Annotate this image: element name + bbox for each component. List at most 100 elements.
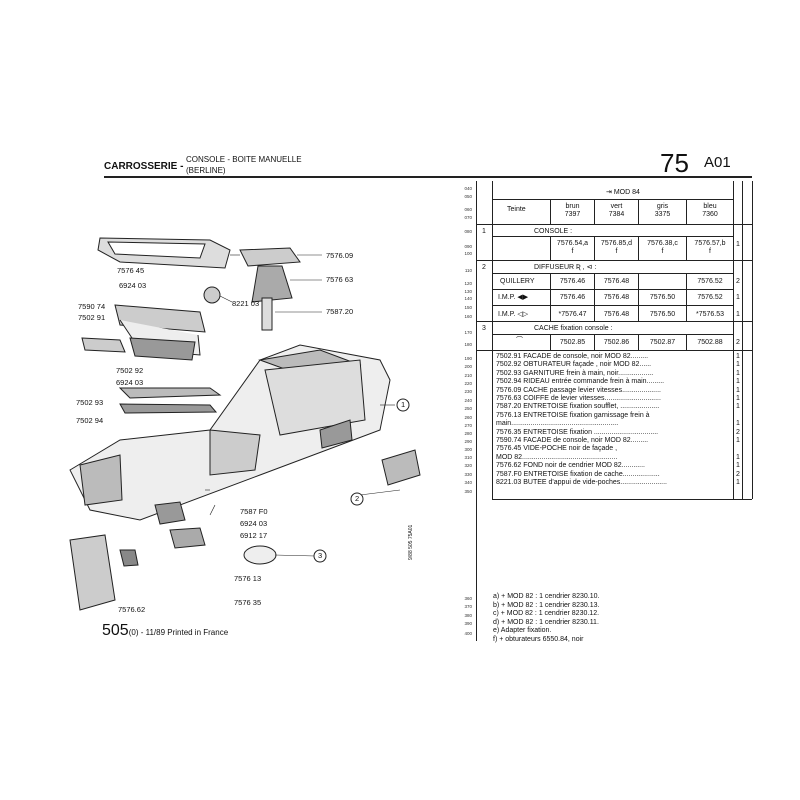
rule — [550, 273, 551, 321]
page-subtitle: CONSOLE - BOITE MANUELLE (BERLINE) — [186, 154, 302, 176]
note-line: b) + MOD 82 : 1 cendrier 8230.13. — [493, 601, 600, 609]
rule — [476, 350, 752, 351]
line-number: 160 — [464, 314, 472, 319]
footer: 505(0) - 11/89 Printed in France — [102, 622, 228, 640]
part-qty: 1 — [736, 395, 740, 402]
part-row: 7502.92 OBTURATEUR façade , noir MOD 82.… — [496, 361, 652, 369]
frame-line — [476, 181, 477, 641]
diffuseur-ref: 7576.48 — [603, 311, 630, 318]
line-number: 260 — [464, 415, 472, 420]
line-number: 290 — [464, 439, 472, 444]
rule — [594, 199, 595, 224]
line-number: 250 — [464, 406, 472, 411]
supplier-imp: I.M.P. ◁▷ — [498, 311, 529, 318]
footer-text: (0) - 11/89 Printed in France — [128, 628, 229, 637]
cache-ref: 7502.86 — [603, 339, 630, 346]
frame-line — [752, 181, 753, 499]
rule — [594, 236, 595, 260]
callout-label: 7576 13 — [234, 574, 262, 583]
supplier-quillery: QUILLERY — [500, 278, 535, 285]
part-row: 7502.93 GARNITURE frein à main, noir....… — [496, 369, 654, 377]
line-number: 310 — [464, 455, 472, 460]
callout-ref: 1 — [401, 400, 406, 409]
cache-ref: 7502.87 — [649, 339, 676, 346]
callout-label: 7576.62 — [118, 605, 146, 614]
part-qty: 1 — [736, 479, 740, 486]
line-number: 170 — [464, 330, 472, 335]
rule — [594, 273, 595, 321]
part-row: 7576.35 ENTRETOISE fixation ............… — [496, 428, 659, 436]
ashtray-bottom-part — [69, 534, 116, 611]
line-number: 350 — [464, 489, 472, 494]
group-label: DIFFUSEUR Ʀ , ⊲ : — [534, 264, 597, 271]
callout-label: 6912 17 — [240, 531, 268, 540]
callout-circle-icon — [313, 549, 327, 563]
rule — [686, 199, 687, 224]
note-line: a) + MOD 82 : 1 cendrier 8230.10. — [493, 593, 600, 600]
group-label: CACHE fixation console : — [534, 325, 613, 332]
rule — [476, 224, 752, 225]
rule — [476, 321, 752, 322]
line-number: 050 — [464, 194, 472, 199]
subtitle-line-2: (BERLINE) — [186, 166, 226, 175]
line-number: 370 — [464, 604, 472, 609]
callout-label: 7502 93 — [76, 398, 104, 407]
rule — [492, 236, 733, 237]
rule — [638, 273, 639, 321]
rule — [492, 305, 733, 306]
arrow-outline-icon: ◁▷ — [517, 311, 529, 318]
part-qty: 1 — [736, 369, 740, 377]
diffuseur-qty: 1 — [736, 294, 740, 301]
page-code: A01 — [704, 154, 731, 171]
diffuseur-ref: 7576.48 — [603, 294, 630, 301]
line-number: 380 — [464, 613, 472, 618]
exploded-diagram — [69, 237, 421, 611]
callout-label: 7576 63 — [326, 275, 354, 284]
rh-symbol-icon: Ʀ — [576, 264, 581, 271]
rule — [686, 236, 687, 260]
part-qty: 1 — [736, 386, 740, 394]
part-qty: 1 — [736, 353, 740, 360]
header-rule — [104, 176, 752, 178]
arrow-both-icon: ◀▶ — [517, 294, 529, 301]
callout-label: 6924 03 — [116, 378, 144, 387]
part-qty: 1 — [736, 361, 740, 369]
callout-circle-icon — [396, 398, 410, 412]
diffuseur-qty: 1 — [736, 311, 740, 318]
diffuseur-ref: 7576.52 — [697, 278, 723, 285]
line-number: 040 — [464, 186, 472, 191]
part-row: 7576.63 COIFFE de levier vitesses.......… — [496, 395, 661, 402]
teinte-label: Teinte — [507, 206, 526, 213]
callout-label: 7502 94 — [76, 416, 104, 425]
section-title: CARROSSERIE - — [104, 161, 184, 172]
part-row: 7587.F0 ENTRETOISE fixation de cache....… — [496, 470, 660, 478]
callout-label: 7576 45 — [117, 266, 145, 275]
line-number: 280 — [464, 431, 472, 436]
frame-line — [733, 181, 734, 499]
part-row: 7576.62 FOND noir de cendrier MOD 82....… — [496, 462, 646, 470]
cache-part — [243, 545, 277, 565]
part-row: 7576.45 VIDE-POCHE noir de façade , — [496, 445, 618, 453]
rule — [594, 334, 595, 350]
mod-header: ⇥ MOD 84 — [606, 189, 640, 196]
rule — [638, 236, 639, 260]
rule — [492, 334, 733, 335]
footer-number: 505 — [102, 622, 129, 639]
rule — [492, 289, 733, 290]
line-number: 270 — [464, 423, 472, 428]
rule — [476, 260, 752, 261]
callout-ref: 3 — [318, 551, 323, 560]
frame-line — [742, 181, 743, 499]
diffuseur-ref: 7576.48 — [603, 278, 630, 285]
line-number: 120 — [464, 281, 472, 286]
rule — [550, 334, 551, 350]
line-number: 400 — [464, 631, 472, 636]
line-number: 060 — [464, 207, 472, 212]
part-qty: 1 — [736, 462, 740, 470]
console-qty: 1 — [736, 241, 740, 248]
page-number: 75 — [660, 148, 689, 178]
callout-label: 7576.09 — [326, 251, 354, 260]
